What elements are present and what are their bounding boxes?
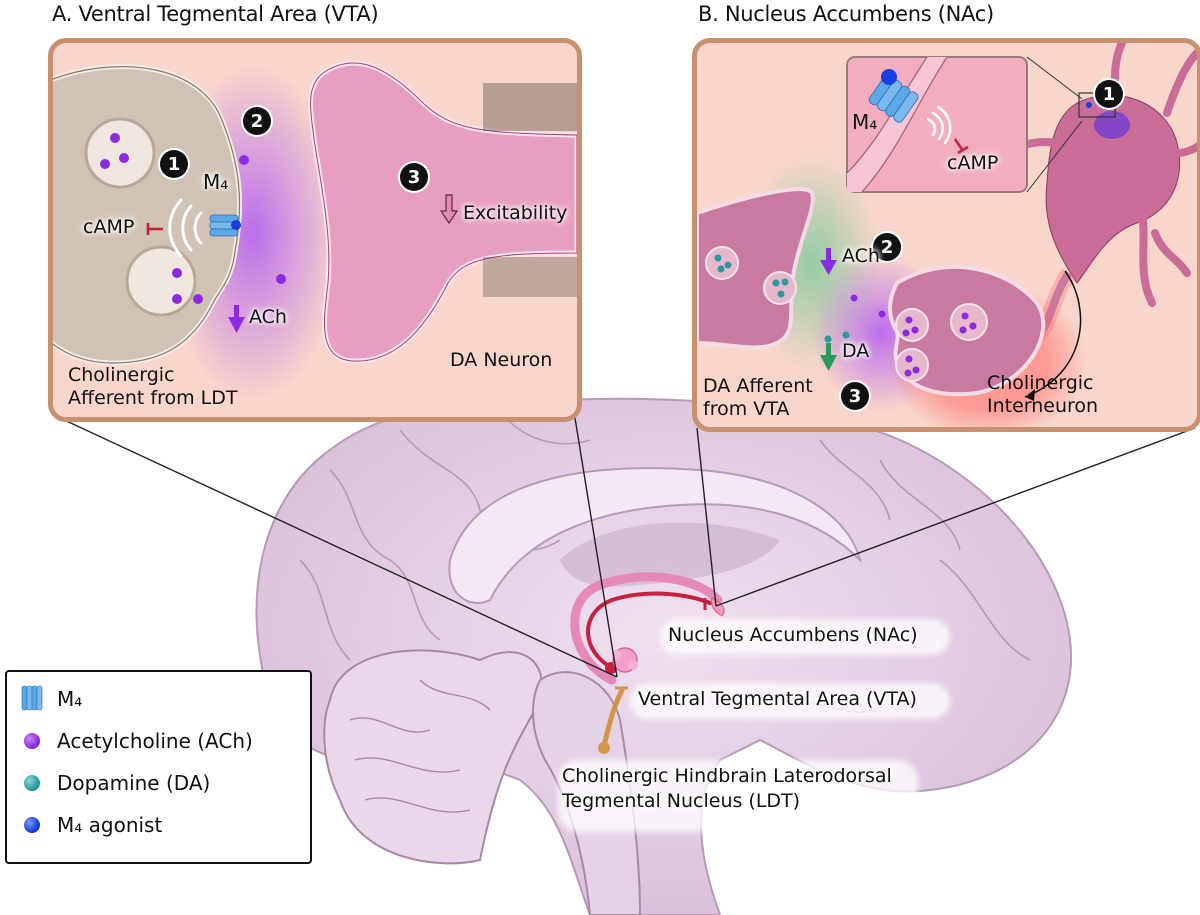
panel-b-nac: 1 2 3 M₄ cAMP ACh DA DA Afferent from VT… bbox=[692, 38, 1200, 432]
ach-label: ACh bbox=[842, 245, 880, 267]
inhibition-icon bbox=[146, 223, 163, 235]
vta-nac-pathway-inner bbox=[586, 591, 712, 670]
retrograde-arrow bbox=[1024, 270, 1082, 398]
da-afferent-label-line2: from VTA bbox=[703, 398, 790, 420]
m4-label: M₄ bbox=[852, 110, 878, 134]
ach-decrease-arrow bbox=[820, 248, 837, 275]
m4-agonist-icon bbox=[24, 817, 40, 833]
da-decrease-arrow bbox=[820, 343, 837, 371]
receptor-inset bbox=[846, 56, 1116, 193]
cerebellum bbox=[323, 649, 543, 865]
panel-a-vta: 1 2 3 M₄ cAMP ACh Excitability Cholinerg… bbox=[48, 38, 582, 422]
ach-label: ACh bbox=[249, 306, 287, 328]
ach-decrease-arrow bbox=[228, 305, 245, 333]
signal-arcs bbox=[168, 198, 203, 258]
excitability-decrease-arrow bbox=[439, 194, 459, 225]
legend-label: M₄ agonist bbox=[57, 813, 163, 837]
dopamine-molecules bbox=[714, 254, 850, 343]
corpus-callosum bbox=[448, 467, 862, 605]
nac-structure bbox=[711, 597, 725, 617]
legend-label: Dopamine (DA) bbox=[57, 771, 211, 795]
presynaptic-label-line2: Afferent from LDT bbox=[68, 387, 238, 409]
inhibition-icon bbox=[953, 138, 969, 155]
label-halo bbox=[660, 619, 950, 655]
vta-nac-pathway-outer bbox=[570, 572, 723, 685]
label-ldt-line1: Cholinergic Hindbrain Laterodorsal bbox=[562, 765, 892, 787]
label-nucleus-accumbens: Nucleus Accumbens (NAc) bbox=[668, 624, 918, 646]
panel-b-title: B. Nucleus Accumbens (NAc) bbox=[698, 2, 994, 26]
interneuron-label-line1: Cholinergic bbox=[987, 372, 1094, 394]
panel-a-illustration bbox=[53, 60, 577, 403]
step-badge-1: 1 bbox=[160, 150, 188, 178]
ach-molecule-icon bbox=[24, 733, 40, 749]
panel-b-illustration bbox=[697, 43, 1197, 427]
legend-item-acetylcholine: Acetylcholine (ACh) bbox=[7, 720, 310, 762]
ach-molecules bbox=[850, 294, 977, 377]
legend-label: M₄ bbox=[57, 687, 83, 711]
m4-receptor-icon bbox=[21, 685, 43, 711]
label-halo bbox=[558, 760, 918, 832]
excitability-label: Excitability bbox=[463, 202, 568, 224]
presynaptic-label-line1: Cholinergic bbox=[68, 364, 175, 386]
ldt-pathway bbox=[601, 687, 625, 749]
legend-label: Acetylcholine (ACh) bbox=[57, 729, 253, 753]
da-afferent-label-line1: DA Afferent bbox=[703, 375, 813, 397]
legend-item-m4: M₄ bbox=[7, 678, 310, 720]
label-ldt-line2: Tegmental Nucleus (LDT) bbox=[562, 790, 801, 812]
step-badge-3: 3 bbox=[841, 382, 869, 410]
label-ventral-tegmental-area: Ventral Tegmental Area (VTA) bbox=[638, 688, 917, 710]
da-neuron-label: DA Neuron bbox=[450, 349, 553, 371]
camp-label: cAMP bbox=[83, 216, 135, 238]
m4-label: M₄ bbox=[203, 170, 229, 194]
step-badge-1: 1 bbox=[1095, 80, 1123, 108]
step-badge-2: 2 bbox=[243, 107, 271, 135]
dopamine-molecule-icon bbox=[24, 775, 40, 791]
interneuron-label-line2: Interneuron bbox=[987, 395, 1099, 417]
ach-molecules bbox=[100, 133, 286, 304]
m4-receptor bbox=[209, 214, 241, 237]
da-label: DA bbox=[842, 340, 870, 362]
legend: M₄ Acetylcholine (ACh) Dopamine (DA) M₄ … bbox=[5, 670, 312, 864]
interneuron-soma bbox=[1045, 94, 1181, 284]
panel-a-title: A. Ventral Tegmental Area (VTA) bbox=[52, 2, 379, 26]
m4-agonist bbox=[881, 69, 897, 85]
nucleus bbox=[1094, 111, 1130, 139]
legend-item-m4-agonist: M₄ agonist bbox=[7, 804, 310, 846]
legend-item-dopamine: Dopamine (DA) bbox=[7, 762, 310, 804]
step-badge-3: 3 bbox=[400, 163, 428, 191]
label-halo bbox=[630, 683, 950, 719]
step-badge-2: 2 bbox=[873, 233, 901, 261]
camp-label: cAMP bbox=[947, 152, 999, 174]
zoom-connector-lines bbox=[59, 417, 1196, 678]
